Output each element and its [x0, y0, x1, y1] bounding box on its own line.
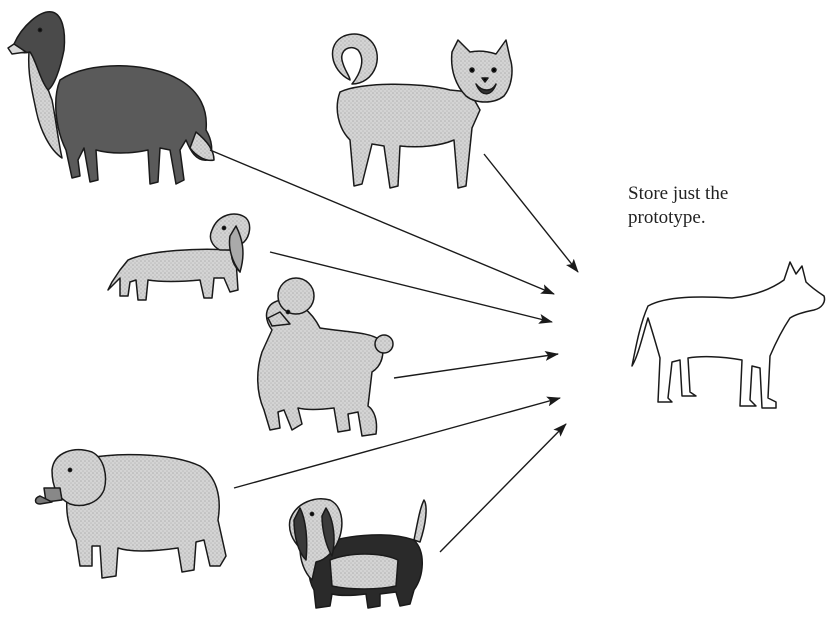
caption-line-2: prototype. [628, 206, 728, 230]
arrow-basset-hound [440, 424, 566, 552]
arrow-poodle [394, 354, 558, 378]
poodle-dog [258, 278, 393, 436]
prototype-dog [632, 262, 825, 408]
caption: Store just the prototype. [628, 182, 728, 230]
husky-dog [333, 34, 512, 188]
collie-dog [8, 12, 214, 184]
arrow-husky [484, 154, 578, 272]
dachshund-dog [108, 214, 250, 300]
basset-hound-dog [289, 499, 426, 608]
caption-line-1: Store just the [628, 182, 728, 206]
arrow-bulldog [234, 398, 560, 488]
bulldog-dog [36, 450, 227, 578]
arrow-collie [210, 150, 554, 294]
